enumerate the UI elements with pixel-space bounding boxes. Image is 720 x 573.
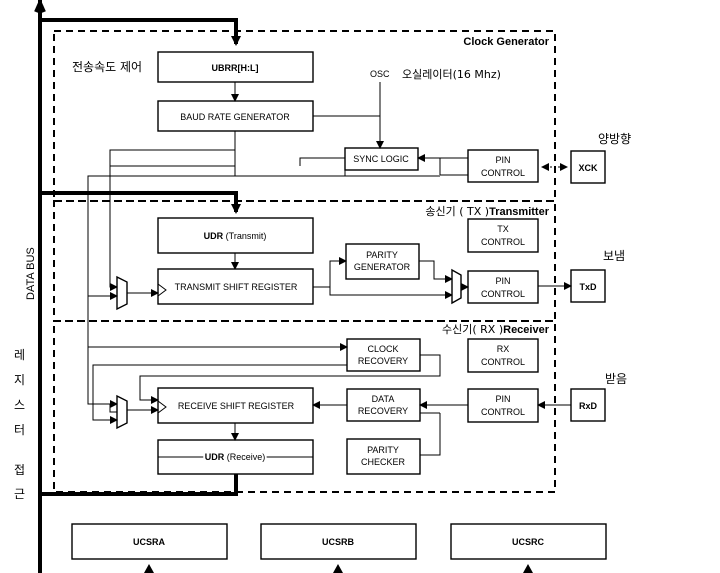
tx-control-label-2: CONTROL — [481, 237, 525, 247]
rxd-pin-label: RxD — [579, 401, 598, 411]
rxd-pin — [570, 388, 606, 422]
data-recovery-label-1: DATA — [372, 394, 395, 404]
ucsrb-label: UCSRB — [322, 537, 355, 547]
baud-rate-control-note: 전송속도 제어 — [72, 60, 142, 74]
ubrr-label: UBRR[H:L] — [212, 63, 259, 73]
rx-pin-control-label-1: PIN — [495, 394, 510, 404]
svg-text:터: 터 — [14, 423, 25, 437]
svg-text:지: 지 — [14, 373, 25, 387]
parity-generator-label-2: GENERATOR — [354, 262, 411, 272]
send-note: 보냄 — [603, 249, 625, 263]
tx-pin-control — [467, 270, 539, 304]
bidirectional-note: 양방향 — [598, 132, 631, 146]
txd-pin-label: TxD — [579, 282, 597, 292]
parity-checker — [346, 438, 421, 475]
ucsrb-register — [260, 523, 417, 560]
oscillator-note: 오실레이터(16 Mhz) — [402, 68, 501, 81]
ucsrc-register — [450, 523, 607, 560]
udr-transmit — [157, 217, 314, 254]
parity-checker-label-1: PARITY — [367, 445, 399, 455]
sync-logic-label: SYNC LOGIC — [353, 154, 409, 164]
svg-text:레: 레 — [14, 348, 25, 362]
tx-output-mux — [451, 268, 462, 305]
xck-pin — [570, 150, 606, 184]
receive-shift-register — [157, 387, 314, 424]
udr-transmit-label: UDR (Transmit) — [204, 231, 267, 241]
udr-receive-label: UDR (Receive) — [205, 452, 266, 462]
tx-control — [467, 218, 539, 253]
tx-pin-control-label-1: PIN — [495, 276, 510, 286]
clock-generator-title: Clock Generator — [463, 36, 549, 48]
clock-pin-control-label-1: PIN — [495, 155, 510, 165]
transmitter-title: 송신기 ( TX )Transmitter — [425, 205, 549, 218]
baud-rate-generator-label: BAUD RATE GENERATOR — [180, 112, 290, 122]
transmit-shift-register-label: TRANSMIT SHIFT REGISTER — [175, 282, 298, 292]
register-access-label: 레 지 스 터 접 근 — [14, 348, 25, 501]
transmitter-region — [53, 200, 556, 322]
data-recovery-label-2: RECOVERY — [358, 406, 408, 416]
rx-control-label-2: CONTROL — [481, 357, 525, 367]
data-bus-label: DATA BUS — [25, 247, 37, 300]
osc-label: OSC — [370, 69, 390, 79]
ubrr-register — [157, 51, 314, 83]
tx-pin-control-label-2: CONTROL — [481, 289, 525, 299]
rx-control-label-1: RX — [497, 344, 510, 354]
xck-pin-label: XCK — [578, 163, 598, 173]
ucsra-register — [71, 523, 228, 560]
ucsra-label: UCSRA — [133, 537, 166, 547]
receiver-title: 수신기( RX )Receiver — [442, 323, 550, 336]
receive-shift-register-label: RECEIVE SHIFT REGISTER — [178, 401, 295, 411]
tx-control-label-1: TX — [497, 224, 509, 234]
parity-checker-label-2: CHECKER — [361, 457, 406, 467]
parity-generator-label-1: PARITY — [366, 250, 398, 260]
receive-note: 받음 — [605, 372, 627, 386]
rx-pin-control — [467, 388, 539, 423]
clock-pin-control-label-2: CONTROL — [481, 168, 525, 178]
rx-clock-mux — [116, 394, 128, 430]
rx-control — [467, 338, 539, 373]
clock-pin-control — [467, 149, 539, 183]
svg-text:근: 근 — [14, 487, 25, 501]
clock-recovery-label-2: RECOVERY — [358, 356, 408, 366]
tx-clock-mux — [116, 275, 128, 311]
ucsrc-label: UCSRC — [512, 537, 545, 547]
clock-recovery-label-1: CLOCK — [367, 344, 398, 354]
rx-pin-control-label-2: CONTROL — [481, 407, 525, 417]
svg-text:스: 스 — [14, 398, 25, 412]
data-recovery — [346, 388, 421, 422]
svg-text:접: 접 — [14, 463, 25, 477]
